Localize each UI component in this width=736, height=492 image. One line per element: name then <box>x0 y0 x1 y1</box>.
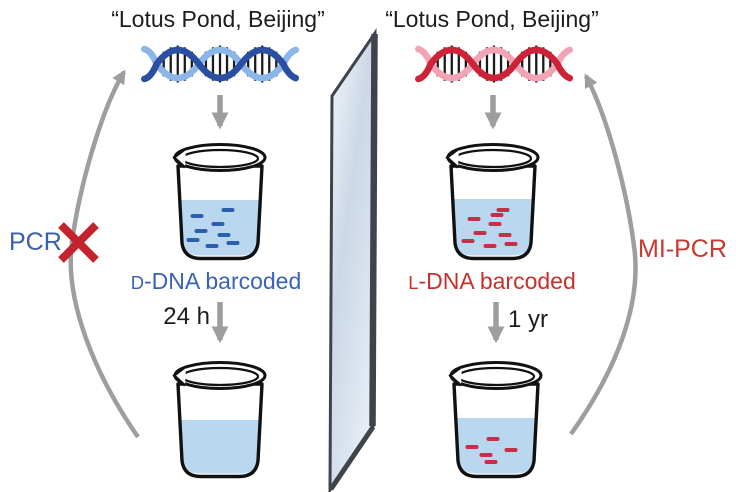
beaker-d-dna-initial <box>172 142 267 261</box>
cross-icon <box>58 222 99 263</box>
beaker-l-dna-initial <box>445 142 540 261</box>
mi-pcr-label: MI-PCR <box>638 235 727 263</box>
mirror-panel <box>328 28 378 492</box>
dna-helix-d <box>141 45 299 83</box>
d-chirality-prefix: D <box>130 272 145 293</box>
l-label-rest: -DNA barcoded <box>418 268 576 294</box>
time-label-24h: 24 h <box>163 303 210 330</box>
pcr-label: PCR <box>9 228 62 256</box>
sample-title-right: “Lotus Pond, Beijing” <box>385 6 599 32</box>
dna-helix-l <box>415 45 573 83</box>
d-dna-barcoded-label: D-DNA barcoded <box>96 268 336 295</box>
sample-title-left: “Lotus Pond, Beijing” <box>111 6 325 32</box>
l-dna-barcoded-label: L-DNA barcoded <box>372 268 612 295</box>
recovery-arrow-left <box>68 69 140 439</box>
beaker-l-dna-aged <box>448 360 543 479</box>
l-chirality-prefix: L <box>408 272 419 293</box>
time-label-1yr: 1 yr <box>508 306 549 333</box>
d-label-rest: -DNA barcoded <box>144 268 302 294</box>
recovery-arrow-right <box>569 73 638 436</box>
beaker-d-dna-aged <box>172 360 267 479</box>
